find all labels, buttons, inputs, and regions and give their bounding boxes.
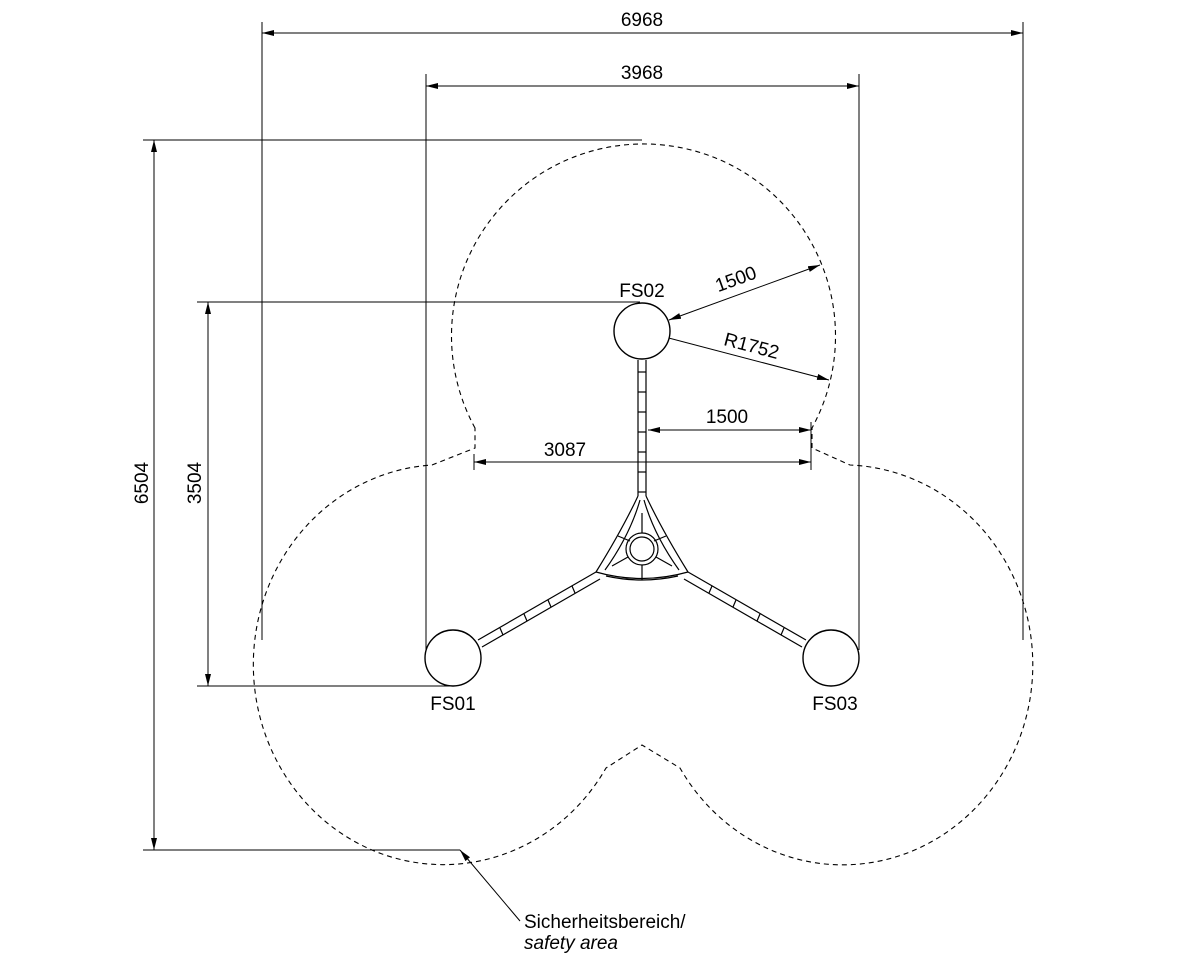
posts [424,302,860,687]
label-fs02: FS02 [619,281,664,302]
label-fs03: FS03 [812,694,857,715]
dim-line-radius [641,330,830,381]
safety-area-outline [252,143,1034,866]
dim-radius: R1752 [722,329,781,364]
post-fs03 [802,629,860,687]
dim-radius-offset: 1500 [713,263,760,297]
safety-note-line1: Sicherheitsbereich/ [524,912,686,933]
label-fs01: FS01 [430,694,475,715]
extension-lines [143,22,1024,851]
dimension-lines [151,30,1023,850]
safety-note-leader [459,849,521,922]
dim-mid-offset: 1500 [706,407,748,428]
safety-note-line2: safety area [524,933,618,954]
dim-inner-height: 3504 [185,461,206,504]
dim-inner-width: 3968 [621,63,663,84]
dim-overall-width: 6968 [621,10,663,31]
post-fs02 [613,302,671,360]
dim-line-radius-offset [668,264,821,321]
post-fs01 [424,629,482,687]
rope-frame [477,360,807,648]
dim-mid-width: 3087 [544,440,586,461]
dim-overall-height: 6504 [132,461,153,504]
